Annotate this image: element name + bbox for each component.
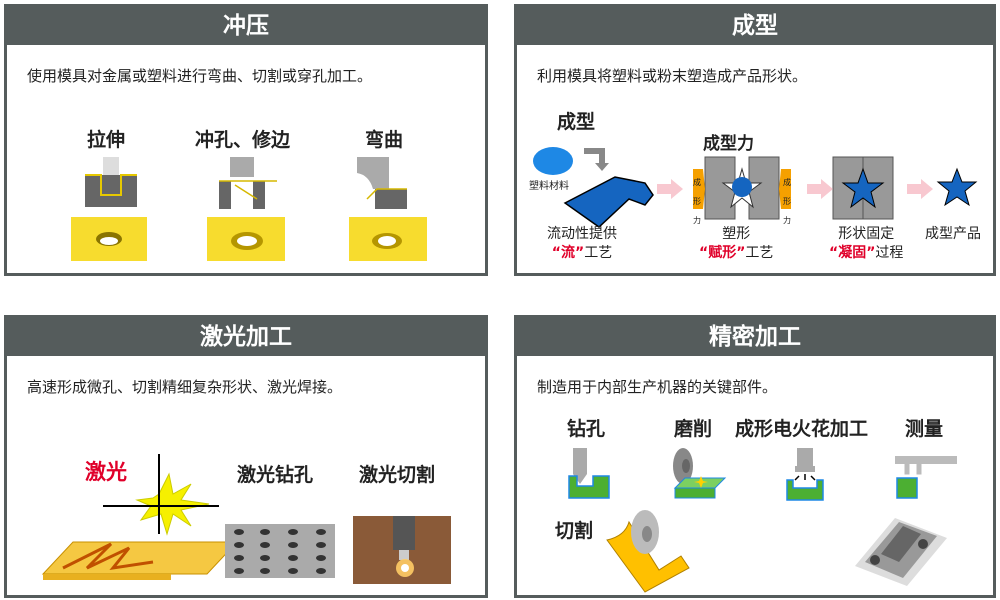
laser-drilling-photo [225,524,335,578]
laser-panel: 激光加工 高速形成微孔、切割精细复杂形状、激光焊接。 激光 激光钻孔 激光切割 [4,315,488,598]
forming-title: 成型 [517,7,993,45]
punching-label: 冲孔、修边 [195,129,291,151]
precision-desc: 制造用于内部生产机器的关键部件。 [537,378,778,396]
step-product: 成型产品 [925,226,981,242]
laser-label: 激光 [85,460,127,484]
measuring-label: 测量 [905,418,944,440]
laser-drilling-label: 激光钻孔 [237,464,314,486]
precision-part-photo [855,518,947,586]
force-tag-left: 成形力 [693,178,701,225]
arrow-icons [657,179,933,199]
force-tag-right: 成形力 [783,178,791,225]
forming-force-label: 成型力 [703,134,754,154]
drilling-icon [568,448,610,499]
mold-solidify-illustration [832,156,894,220]
plastic-material-illustration [533,147,654,228]
edm-label: 成形电火花加工 [735,418,869,440]
edm-icon [786,448,824,501]
forming-sub-label: 成型 [557,111,596,133]
cutting-illustration [606,510,690,593]
precision-panel: 精密加工 制造用于内部生产机器的关键部件。 钻孔 磨削 成形电火花加工 测量 切… [514,315,996,598]
product-star-icon [936,167,978,207]
material-label: 塑料材料 [529,181,569,192]
cutting-label: 切割 [555,520,594,542]
bending-illustration [349,157,427,261]
step-flow: 流动性提供“流”工艺 [547,226,617,261]
punching-illustration [207,157,285,261]
drilling-label: 钻孔 [567,418,606,440]
step-shaping: 塑形“赋形”工艺 [699,226,774,261]
forming-panel: 成型 利用模具将塑料或粉末塑造成产品形状。 成型 塑料材料 成型力 成形力 成形… [514,4,996,276]
measuring-icon [895,456,957,499]
bending-label: 弯曲 [365,129,404,151]
mold-shaping-illustration [693,156,791,220]
forming-desc: 利用模具将塑料或粉末塑造成产品形状。 [537,67,808,85]
laser-illustration [41,454,239,580]
laser-title: 激光加工 [7,318,485,356]
stamping-desc: 使用模具对金属或塑料进行弯曲、切割或穿孔加工。 [27,67,373,85]
grinding-icon [673,448,727,499]
stamping-title: 冲压 [7,7,485,45]
laser-cutting-photo [353,516,451,584]
drawing-label: 拉伸 [87,129,126,151]
step-solidify: 形状固定“凝固”过程 [829,226,904,261]
laser-cutting-label: 激光切割 [359,464,436,486]
precision-title: 精密加工 [517,318,993,356]
drawing-illustration [71,157,147,261]
stamping-panel: 冲压 使用模具对金属或塑料进行弯曲、切割或穿孔加工。 拉伸 冲孔、修边 弯曲 [4,4,488,276]
laser-desc: 高速形成微孔、切割精细复杂形状、激光焊接。 [27,378,343,396]
grinding-label: 磨削 [674,418,713,440]
